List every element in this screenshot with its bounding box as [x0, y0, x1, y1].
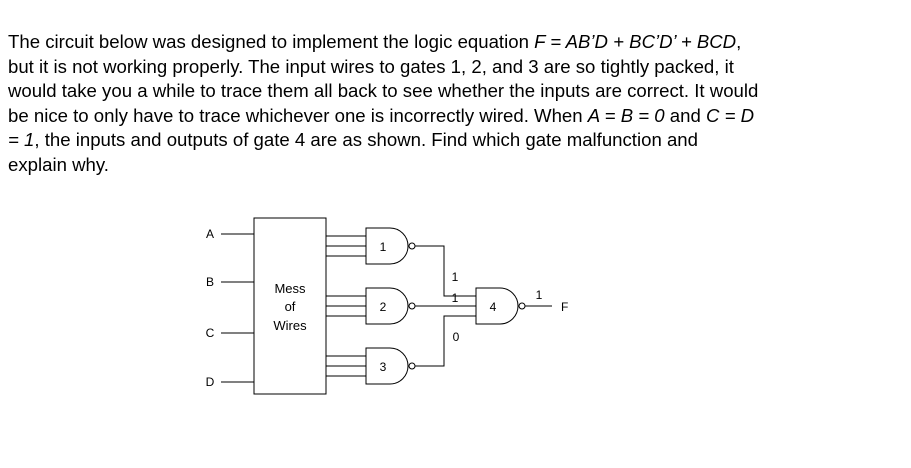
gate-1 — [365, 227, 416, 265]
gate4-output-value: 1 — [536, 288, 543, 302]
gate4-input-2-value: 1 — [452, 291, 459, 305]
input-label-a: A — [206, 227, 214, 241]
gate-4-label: 4 — [490, 300, 497, 314]
problem-line: would take you a while to trace them all… — [8, 79, 888, 104]
problem-text: would take you a while to trace them all… — [8, 80, 759, 101]
problem-line: explain why. — [8, 153, 888, 178]
problem-line: but it is not working properly. The inpu… — [8, 55, 888, 80]
gate-2 — [365, 287, 416, 325]
box-label-line-3: Wires — [273, 318, 307, 333]
problem-line: = 1, the inputs and outputs of gate 4 ar… — [8, 128, 888, 153]
input-label-d: D — [206, 375, 215, 389]
gate-1-label: 1 — [380, 240, 387, 254]
gate4-input-3-value: 0 — [453, 330, 460, 344]
output-label-f: F — [561, 300, 568, 314]
math-expression: F = AB’D + BC’D’ + BCD — [534, 31, 737, 52]
input-label-c: C — [206, 326, 215, 340]
math-expression: A = B = 0 — [587, 104, 665, 126]
gate-3-label: 3 — [380, 360, 387, 374]
problem-text: and — [664, 104, 706, 126]
problem-line: be nice to only have to trace whichever … — [8, 104, 888, 129]
problem-text: , — [736, 31, 742, 52]
math-expression: = 1 — [8, 129, 35, 150]
problem-line: The circuit below was designed to implem… — [8, 30, 888, 55]
problem-text: but it is not working properly. The inpu… — [8, 55, 734, 77]
problem-text: The circuit below was designed to implem… — [8, 31, 535, 52]
gate4-input-wires — [415, 245, 476, 367]
gate4-input-1-value: 1 — [452, 270, 459, 284]
gate-4 — [475, 287, 526, 325]
problem-statement: The circuit below was designed to implem… — [8, 30, 888, 177]
problem-text: , the inputs and outputs of gate 4 are a… — [34, 129, 698, 150]
gate-3 — [365, 347, 416, 385]
math-expression: C = D — [706, 104, 755, 126]
problem-text: be nice to only have to trace whichever … — [8, 104, 588, 126]
gate-2-label: 2 — [380, 300, 387, 314]
box-label-line-1: Mess — [274, 281, 306, 296]
gate-input-wires — [326, 235, 366, 377]
problem-text: explain why. — [8, 153, 109, 175]
input-label-b: B — [206, 275, 214, 289]
box-label-line-2: of — [285, 299, 296, 314]
